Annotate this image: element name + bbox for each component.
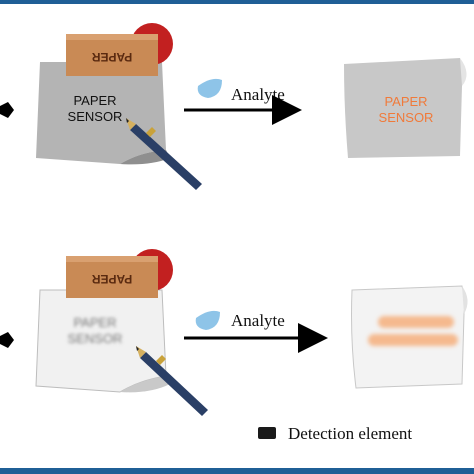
sensor-label-line1: PAPER <box>73 93 116 108</box>
stamp-bottom: PAPER <box>66 249 173 298</box>
sensor-label-line2-blurred: SENSOR <box>68 331 123 346</box>
result-sheet-bottom <box>351 285 468 389</box>
stamp-label: PAPER <box>91 50 132 64</box>
stamp-label: PAPER <box>91 272 132 286</box>
bottom-row: PAPER PAPER SENSOR Analyte <box>0 249 468 416</box>
pen-icon <box>126 118 202 190</box>
result-sheet-top: PAPER SENSOR <box>344 58 467 158</box>
top-border <box>0 0 474 4</box>
detection-band-1 <box>378 316 454 328</box>
incoming-arrow-top <box>0 102 14 118</box>
stamp-block <box>66 256 158 298</box>
arrow-label-bottom: Analyte <box>231 311 285 330</box>
incoming-arrow-bottom <box>0 332 14 348</box>
droplet-icon <box>197 78 222 98</box>
legend-swatch <box>258 427 276 439</box>
result-label-line1: PAPER <box>384 94 427 109</box>
top-row: PAPER PAPER SENSOR Analyte PAPER SENSOR <box>0 23 467 190</box>
legend-label: Detection element <box>288 424 413 443</box>
sensor-label-line2: SENSOR <box>68 109 123 124</box>
bottom-border <box>0 468 474 474</box>
result-label-line2: SENSOR <box>379 110 434 125</box>
detection-band-2 <box>368 334 458 346</box>
droplet-icon <box>195 310 220 330</box>
paper-sheet-bottom <box>35 289 170 393</box>
arrow-label-top: Analyte <box>231 85 285 104</box>
stamp-block <box>66 34 158 76</box>
pen-icon <box>136 346 208 416</box>
sensor-label-line1-blurred: PAPER <box>73 315 116 330</box>
stamp-top: PAPER <box>66 23 173 76</box>
